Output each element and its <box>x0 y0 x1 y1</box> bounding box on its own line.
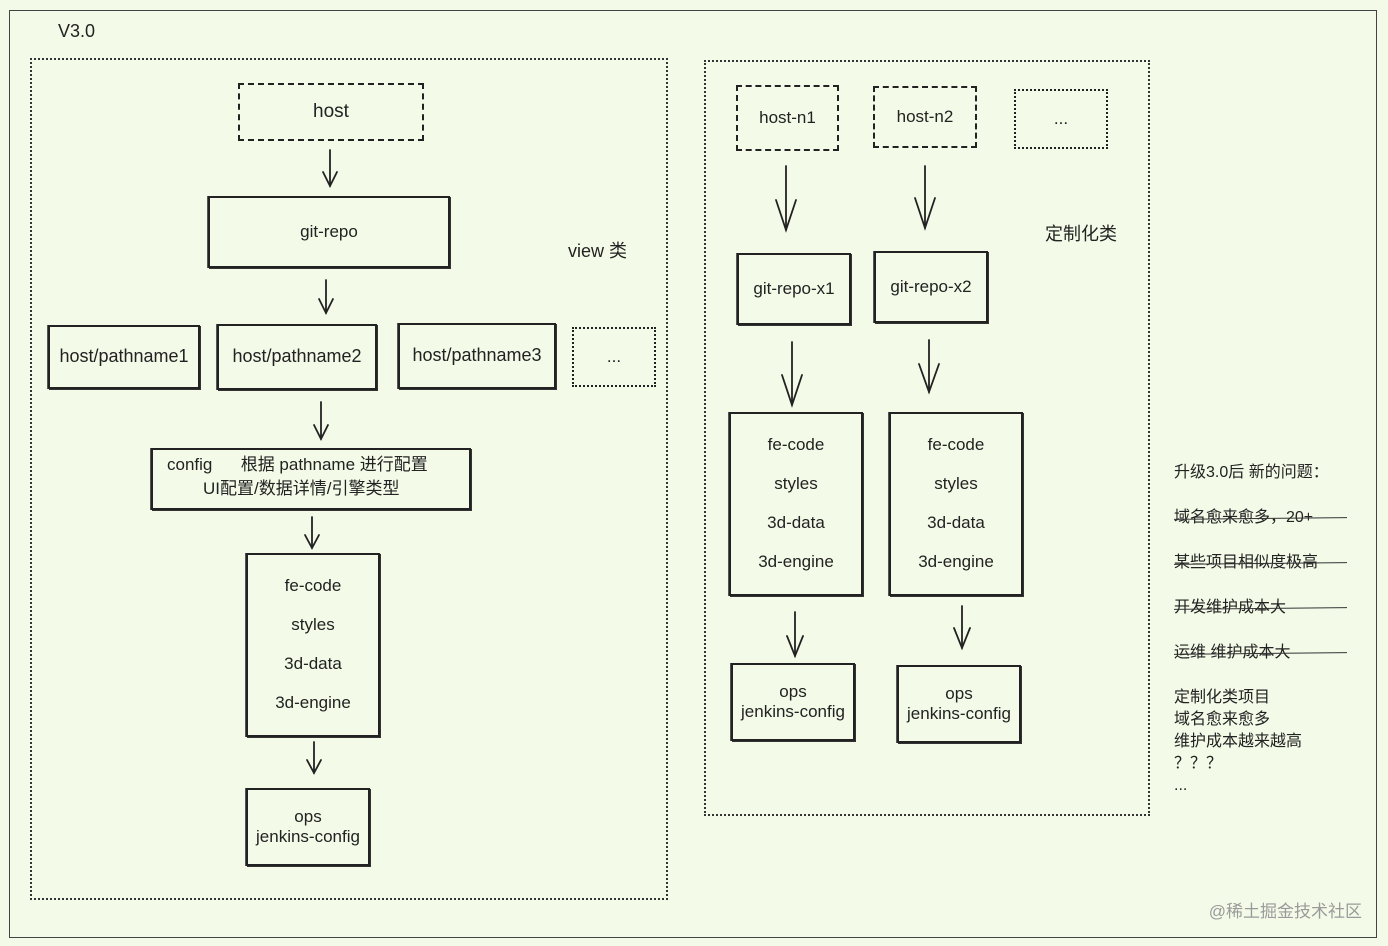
ops-line: ops <box>779 681 807 701</box>
code-node: fe-code styles 3d-data 3d-engine <box>246 553 380 737</box>
struck-note: 某些项目相似度极高 <box>1174 552 1329 574</box>
ops-node: ops jenkins-config <box>246 788 370 866</box>
ops-line: ops <box>945 683 973 703</box>
plain-note: ... <box>1174 777 1188 794</box>
ops-line: ops <box>294 806 322 826</box>
notes-block: 升级3.0后 新的问题： 域名愈来愈多，20+ 某些项目相似度极高 开发维护成本… <box>1174 462 1329 797</box>
code-item: styles <box>934 474 978 494</box>
code-item: 3d-engine <box>918 552 994 572</box>
path-node-1: host/pathname1 <box>48 325 200 389</box>
config-line-1: config 根据 pathname 进行配置 <box>167 455 428 474</box>
version-label: V3.0 <box>58 21 96 41</box>
ops-line: jenkins-config <box>907 704 1011 723</box>
code-item: 3d-data <box>284 654 342 674</box>
view-group <box>30 58 668 900</box>
git-repo-node: git-repo <box>208 196 450 268</box>
custom-group <box>704 60 1150 816</box>
code-item: 3d-data <box>767 513 825 533</box>
plain-note: 域名愈来愈多 <box>1174 711 1271 728</box>
ops-node-x2: ops jenkins-config <box>897 665 1021 743</box>
git-repo-x1-node: git-repo-x1 <box>737 253 851 325</box>
code-item: fe-code <box>284 576 342 596</box>
code-node-x1: fe-code styles 3d-data 3d-engine <box>729 412 863 596</box>
code-item: 3d-engine <box>275 693 351 713</box>
path-node-more: ... <box>572 327 656 387</box>
plain-note: 维护成本越来越高 <box>1174 733 1303 750</box>
custom-group-label: 定制化类 <box>1045 224 1117 244</box>
config-line-2: UI配置/数据详情/引擎类型 <box>203 479 400 498</box>
plain-note: 定制化类项目 <box>1174 689 1271 706</box>
outer-frame <box>9 10 1377 938</box>
code-item: fe-code <box>927 435 985 455</box>
view-group-label: view 类 <box>568 241 628 261</box>
code-item: styles <box>291 615 335 635</box>
host-n1-node: host-n1 <box>736 85 839 151</box>
struck-note: 运维 维护成本大 <box>1174 642 1329 664</box>
code-item: 3d-engine <box>758 552 834 572</box>
host-more-node: ... <box>1014 89 1108 149</box>
code-item: 3d-data <box>927 513 985 533</box>
ops-line: jenkins-config <box>741 702 845 721</box>
code-item: fe-code <box>767 435 825 455</box>
plain-note: ？？？ <box>1174 755 1223 772</box>
host-node: host <box>238 83 424 141</box>
notes-heading: 升级3.0后 新的问题： <box>1174 464 1329 481</box>
watermark: @稀土掘金技术社区 <box>1208 902 1362 921</box>
struck-note: 域名愈来愈多，20+ <box>1174 507 1329 529</box>
ops-line: jenkins-config <box>256 827 360 846</box>
code-node-x2: fe-code styles 3d-data 3d-engine <box>889 412 1023 596</box>
struck-note: 开发维护成本大 <box>1174 597 1329 619</box>
host-n2-node: host-n2 <box>873 86 977 148</box>
code-item: styles <box>774 474 818 494</box>
git-repo-x2-node: git-repo-x2 <box>874 251 988 323</box>
ops-node-x1: ops jenkins-config <box>731 663 855 741</box>
config-node: config 根据 pathname 进行配置 UI配置/数据详情/引擎类型 <box>151 448 471 510</box>
path-node-2: host/pathname2 <box>217 324 377 390</box>
path-node-3: host/pathname3 <box>398 323 556 389</box>
